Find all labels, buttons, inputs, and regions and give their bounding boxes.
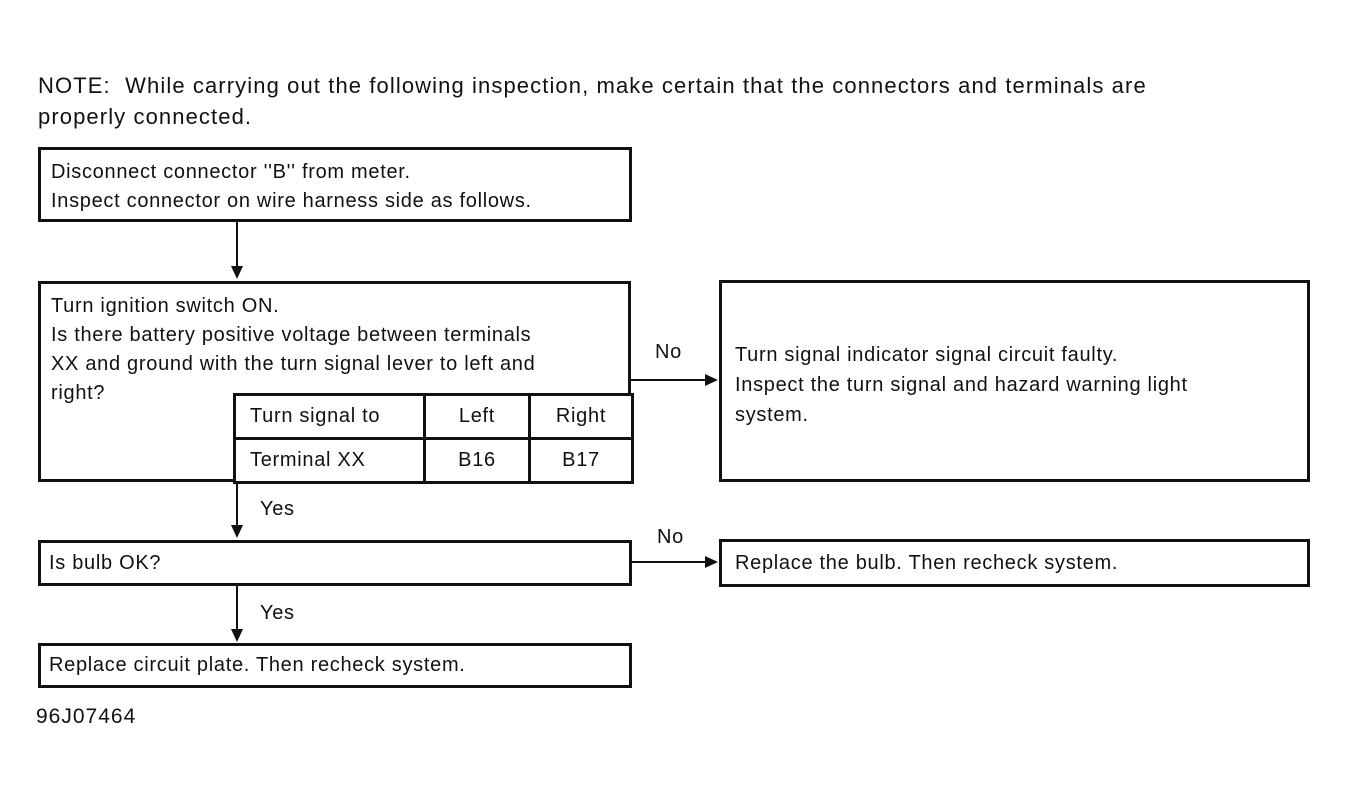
table-cell: Terminal XX [233,437,426,484]
result-box-replace-bulb: Replace the bulb. Then recheck system. [719,539,1310,587]
arrow-down-icon [231,629,243,642]
note-text: NOTE: While carrying out the following i… [38,70,1147,132]
step-box-bulb-check: Is bulb OK? [38,540,632,586]
step-text-line: XX and ground with the turn signal lever… [51,353,536,375]
step-box-replace-circuit-plate: Replace circuit plate. Then recheck syst… [38,643,632,688]
no-label: No [657,526,684,548]
step-text-line: right? [51,382,106,404]
arrow-right-icon [705,556,718,568]
step-text-line: Turn ignition switch ON. [51,295,280,317]
flow-connector-line [236,586,238,632]
flow-connector-line [236,482,238,528]
step-text-line: Is bulb OK? [49,551,162,574]
step-box-disconnect-connector: Disconnect connector ''B'' from meter. I… [38,147,632,222]
step-text-line: Inspect connector on wire harness side a… [51,190,532,212]
table-header-cell: Left [423,393,531,440]
table-cell: B16 [423,437,531,484]
table-header-cell: Right [528,393,634,440]
flow-connector-line [631,379,707,381]
result-text-line: system. [735,404,809,426]
arrow-right-icon [705,374,718,386]
arrow-down-icon [231,266,243,279]
step-text-line: Replace circuit plate. Then recheck syst… [49,654,466,676]
arrow-down-icon [231,525,243,538]
result-text-line: Turn signal indicator signal circuit fau… [735,344,1119,366]
table-header-cell: Turn signal to [233,393,426,440]
yes-label: Yes [260,602,295,624]
yes-label: Yes [260,498,295,520]
no-label: No [655,341,682,363]
step-text-line: Disconnect connector ''B'' from meter. [51,161,411,183]
table-data-row: Terminal XX B16 B17 [233,437,634,484]
figure-code: 96J07464 [36,705,137,728]
flow-connector-line [236,222,238,268]
result-box-circuit-faulty: Turn signal indicator signal circuit fau… [719,280,1310,482]
result-text-line: Replace the bulb. Then recheck system. [735,551,1119,574]
result-text-line: Inspect the turn signal and hazard warni… [735,374,1188,396]
flow-connector-line [632,561,707,563]
terminal-voltage-table: Turn signal to Left Right Terminal XX B1… [233,393,634,484]
step-text-line: Is there battery positive voltage betwee… [51,324,532,346]
note-line: NOTE: While carrying out the following i… [38,73,1147,98]
note-line: properly connected. [38,104,253,129]
table-cell: B17 [528,437,634,484]
table-header-row: Turn signal to Left Right [233,393,634,440]
